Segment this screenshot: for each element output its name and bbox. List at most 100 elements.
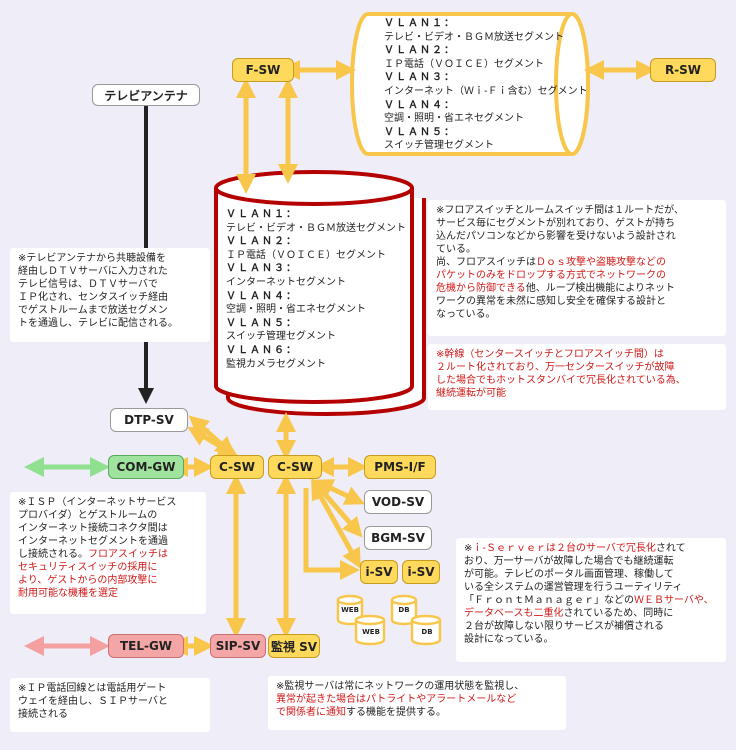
monitor-server-note: ※監視サーバは常にネットワークの運用状態を監視し、 異常が起きた場合はパトライト… xyxy=(268,676,566,730)
f-sw-node[interactable]: F-SW xyxy=(232,58,294,82)
ip-phone-note: ※ＩＰ電話回線とは電話用ゲート ウェイを経由し、ＳＩＰサーバと 接続される xyxy=(10,678,210,732)
c-sw-node-1[interactable]: C-SW xyxy=(210,455,264,479)
note-line: 込んだパソコンなどから影響を受けないよう設計され xyxy=(436,231,676,242)
note-line: 継続運転が可能 xyxy=(436,388,506,399)
vlan-desc: スイッチ管理セグメント xyxy=(384,140,494,152)
note-line: ※監視サーバは常にネットワークの運用状態を監視し、 xyxy=(276,681,525,692)
note-line: 設計になっている。 xyxy=(464,634,554,645)
pms-if-node[interactable]: PMS-I/F xyxy=(364,455,436,479)
note-line: 接続される xyxy=(18,709,68,720)
isp-connection-note: ※ＩＳＰ（インターネットサービス プロバイダ）とゲストルームの インターネット接… xyxy=(10,492,206,614)
top-vlan-cylinder xyxy=(350,12,590,156)
note-line: プロバイダ）とゲストルームの xyxy=(18,510,158,521)
vlan-key: ＶＬＡＮ１： xyxy=(384,18,456,29)
vlan-desc: 監視カメラセグメント xyxy=(226,358,326,370)
note-line: が可能。テレビのポータル画面管理、稼働して xyxy=(464,569,674,580)
note-highlight: セキュリティスイッチの採用に xyxy=(18,562,158,573)
note-text: する機能を提供する。 xyxy=(346,707,446,718)
note-line: 危機から防御できる他、ループ検出機能によりネット xyxy=(436,282,720,295)
note-line: サービス毎にセグメントが別れており、ゲストが持ち xyxy=(436,218,675,229)
vlan-key: ＶＬＡＮ３： xyxy=(226,263,298,275)
center-vlan-list: ＶＬＡＮ１： テレビ・ビデオ・ＢＧＭ放送セグメント ＶＬＡＮ２： ＩＰ電話（ＶＯ… xyxy=(226,208,406,371)
note-text: されているため、同時に xyxy=(563,608,674,619)
note-highlight: ｉ-Ｓｅｒｖｅｒは２台のサーバで冗長化 xyxy=(472,543,656,554)
tv-distribution-note: ※テレビアンテナから共聴設備を 経由しＤＴＶサーバに入力された テレビ信号は、Ｄ… xyxy=(10,248,210,342)
note-highlight: データベースも二重化 xyxy=(464,608,564,619)
note-highlight: ＷＥＢサーバや、 xyxy=(634,595,714,606)
note-line: 尚、フロアスイッチはＤｏｓ攻撃や盗聴攻撃などの xyxy=(436,256,720,269)
server-db-icons xyxy=(336,594,442,646)
note-line: なっている。 xyxy=(436,309,496,320)
vlan-desc: 空調・照明・省エネセグメント xyxy=(226,304,366,316)
vlan-key: ＶＬＡＮ６： xyxy=(226,344,298,356)
vlan-key: ＶＬＡＮ２： xyxy=(384,45,456,57)
r-sw-node[interactable]: R-SW xyxy=(650,58,716,82)
note-line: で関係者に通知する機能を提供する。 xyxy=(276,706,560,719)
note-line: し接続される。フロアスイッチは xyxy=(18,548,200,561)
vlan-key: ＶＬＡＮ１： xyxy=(226,209,298,220)
note-line: ※ＩＳＰ（インターネットサービス xyxy=(18,497,177,508)
note-highlight: 異常が起きた場合はパトライトやアラートメールなど xyxy=(276,694,517,705)
tv-antenna-node[interactable]: テレビアンテナ xyxy=(92,84,200,106)
note-line: ＩＰ化され、センタスイッチ経由 xyxy=(18,292,169,303)
note-text: ※ xyxy=(464,543,473,554)
vlan-desc: ＩＰ電話（ＶＯＩＣＥ）セグメント xyxy=(226,249,386,261)
i-sv-node-1[interactable]: i-SV xyxy=(360,560,398,584)
note-line: ※ｉ-Ｓｅｒｖｅｒは２台のサーバで冗長化されて xyxy=(464,542,720,555)
center-vlan-cylinder xyxy=(214,170,426,416)
note-line: テレビ信号は、ＤＴＶサーバで xyxy=(18,279,158,290)
switch-segmentation-note: ※フロアスイッチとルームスイッチ間は１ルートだが、 サービス毎にセグメントが別れ… xyxy=(428,200,726,336)
db-icon-label-db-2: DB xyxy=(421,628,433,636)
note-highlight: 耐用可能な機種を選定 xyxy=(18,588,118,599)
vlan-desc: スイッチ管理セグメント xyxy=(226,331,336,343)
vlan-key: ＶＬＡＮ５： xyxy=(384,126,456,138)
note-line: ２台が故障しない限りサービスが補償される xyxy=(464,621,664,632)
note-line: 経由しＤＴＶサーバに入力された xyxy=(18,266,168,277)
vlan-key: ＶＬＡＮ５： xyxy=(226,317,298,329)
note-line: ※幹線（センタースイッチとフロアスイッチ間）は xyxy=(436,349,664,360)
note-line: いる全システムの運営管理を行うユーティリティ xyxy=(464,582,683,593)
vlan-desc: ＩＰ電話（ＶＯＩＣＥ）セグメント xyxy=(384,58,544,70)
com-gw-node[interactable]: COM-GW xyxy=(108,455,184,479)
sip-sv-node[interactable]: SIP-SV xyxy=(210,634,266,658)
dtp-sv-node[interactable]: DTP-SV xyxy=(110,408,188,432)
monitor-sv-node[interactable]: 監視 SV xyxy=(268,634,320,658)
vlan-desc: テレビ・ビデオ・ＢＧＭ放送セグメント xyxy=(384,31,564,43)
bgm-sv-node[interactable]: BGM-SV xyxy=(364,526,432,550)
note-highlight: で関係者に通知 xyxy=(276,707,346,718)
note-text: されて xyxy=(655,543,686,554)
note-text: 尚、フロアスイッチは xyxy=(436,257,536,268)
vlan-desc: インターネットセグメント xyxy=(226,276,346,288)
top-vlan-list: ＶＬＡＮ１： テレビ・ビデオ・ＢＧＭ放送セグメント ＶＬＡＮ２： ＩＰ電話（ＶＯ… xyxy=(384,17,588,153)
db-icon-label-web-2: WEB xyxy=(362,628,380,636)
vlan-key: ＶＬＡＮ４： xyxy=(384,99,456,111)
i-sv-node-2[interactable]: i-SV xyxy=(402,560,440,584)
db-icon-label-db-1: DB xyxy=(398,606,410,614)
note-line: ２ルート化されており、万一センタースイッチが故障 xyxy=(436,362,675,373)
note-line: ウェイを経由し、ＳＩＰサーバと xyxy=(18,696,168,707)
note-highlight: Ｄｏｓ攻撃や盗聴攻撃などの xyxy=(536,257,666,268)
note-line: トを通過し、テレビに配信される。 xyxy=(18,318,178,329)
vlan-key: ＶＬＡＮ３： xyxy=(384,72,456,84)
db-icon-label-web-1: WEB xyxy=(341,606,359,614)
note-text: し接続される。 xyxy=(18,549,88,560)
note-line: おり、万一サーバが故障した場合でも継続運転 xyxy=(464,556,674,567)
note-text: 他、ループ検出機能によりネット xyxy=(525,283,676,294)
note-highlight: フロアスイッチは xyxy=(88,549,168,560)
vod-sv-node[interactable]: VOD-SV xyxy=(364,490,432,514)
note-highlight: パケットのみをドロップする方式でネットワークの xyxy=(436,270,666,281)
note-text: 「ＦｒｏｎｔＭａｎａｇｅｒ」などの xyxy=(464,595,634,606)
note-line: ワークの異常を未然に感知し安全を確保する設計と xyxy=(436,296,666,307)
note-highlight: より、ゲストからの内部攻撃に xyxy=(18,575,158,586)
tel-gw-node[interactable]: TEL-GW xyxy=(108,634,184,658)
note-line: データベースも二重化されているため、同時に xyxy=(464,607,720,620)
vlan-key: ＶＬＡＮ２： xyxy=(226,236,298,248)
note-line: でゲストルームまで放送セグメン xyxy=(18,305,168,316)
note-line: インターネットセグメントを通過 xyxy=(18,536,168,547)
note-highlight: 危機から防御できる xyxy=(436,283,526,294)
note-line: ※ＩＰ電話回線とは電話用ゲート xyxy=(18,683,167,694)
c-sw-node-2[interactable]: C-SW xyxy=(268,455,322,479)
note-line: 「ＦｒｏｎｔＭａｎａｇｅｒ」などのＷＥＢサーバや、 xyxy=(464,594,720,607)
vlan-desc: 空調・照明・省エネセグメント xyxy=(384,113,524,125)
